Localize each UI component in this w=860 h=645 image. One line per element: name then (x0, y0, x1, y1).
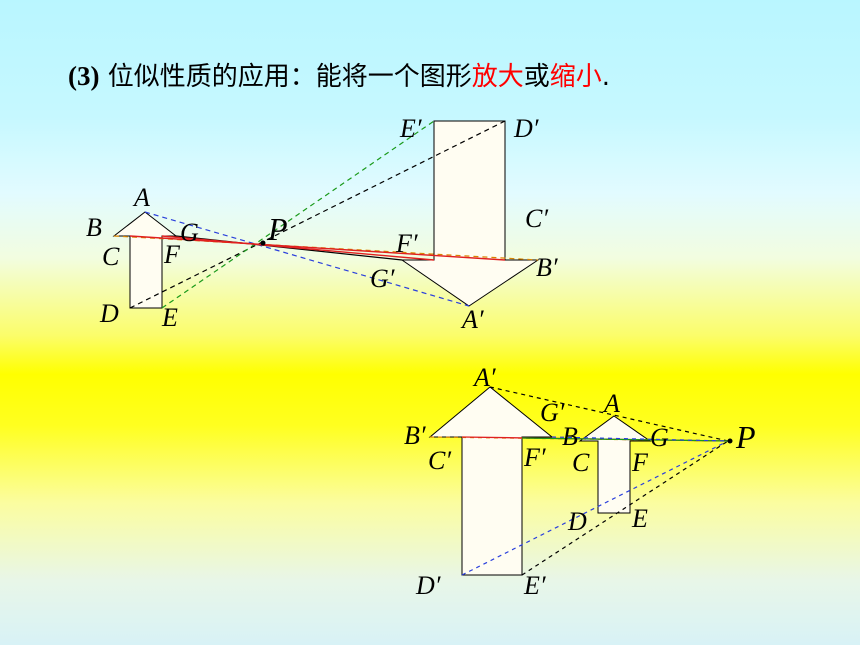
label-d-prime-bottom: D′ (415, 571, 441, 600)
ray-p-eprime (521, 440, 729, 576)
label-e-top: E (161, 303, 178, 332)
center-point-p-bottom (727, 438, 733, 444)
label-g-bottom: G (650, 423, 669, 452)
label-b-prime-top: B′ (536, 253, 558, 282)
label-f-prime-bottom: F′ (523, 443, 546, 472)
center-point-p-top (260, 240, 266, 246)
label-e-bottom: E (631, 504, 648, 533)
label-d-top: D (99, 299, 119, 328)
ray-p-fprime (521, 437, 729, 442)
label-a-top: A (132, 183, 150, 212)
figure-bottom: A′ B′ C′ D′ E′ F′ G′ A B C D E F G P (404, 363, 756, 600)
label-d-prime-top: D′ (513, 114, 539, 143)
title-highlight-shrink: 缩小 (549, 62, 602, 92)
large-arrow-shape (400, 120, 540, 307)
label-f-prime-top: F′ (395, 229, 418, 258)
ray-a-aprime (144, 211, 470, 307)
label-g-top: G (180, 218, 199, 247)
label-a-prime-bottom: A′ (472, 363, 496, 392)
label-e-prime-bottom: E′ (523, 571, 546, 600)
label-a-prime-top: A′ (460, 305, 484, 334)
ray-f-fprime (161, 235, 435, 261)
title-text-2: 或 (523, 62, 550, 92)
label-c-prime-bottom: C′ (428, 446, 451, 475)
title-text-1: 位似性质的应用：能将一个图形 (99, 62, 472, 92)
label-p-bottom: P (735, 419, 756, 455)
label-c-top: C (102, 242, 120, 271)
label-f-bottom: F (631, 448, 649, 477)
title-highlight-enlarge: 放大 (471, 62, 524, 92)
large-arrow-shape-bottom (428, 386, 554, 576)
title-end: . (601, 62, 611, 92)
ray-p-aprime (489, 386, 729, 442)
label-p-top: P (267, 211, 288, 247)
label-b-top: B (86, 213, 102, 242)
label-c-bottom: C (572, 448, 590, 477)
label-e-prime-top: E′ (399, 114, 422, 143)
label-g-prime-top: G′ (370, 264, 395, 293)
ray-e-eprime (161, 120, 435, 309)
ray-c-cprime (129, 235, 506, 261)
label-f-top: F (163, 240, 181, 269)
slide-title: (3) 位似性质的应用：能将一个图形放大或缩小. (68, 56, 610, 93)
label-a-bottom: A (602, 389, 620, 418)
ray-p-dprime (461, 440, 729, 576)
ray-p-gprime (551, 436, 729, 442)
label-b-prime-bottom: B′ (404, 421, 426, 450)
label-c-prime-top: C′ (525, 204, 548, 233)
label-d-bottom: D (567, 507, 587, 536)
label-b-bottom: B (562, 422, 578, 451)
label-g-prime-bottom: G′ (540, 398, 565, 427)
ray-b-bprime (113, 235, 539, 261)
ray-d-dprime (129, 120, 506, 309)
figure-top: A B C D E F G P A′ B′ C′ D′ E′ F′ G′ (86, 114, 558, 334)
title-number: (3) (68, 61, 100, 91)
